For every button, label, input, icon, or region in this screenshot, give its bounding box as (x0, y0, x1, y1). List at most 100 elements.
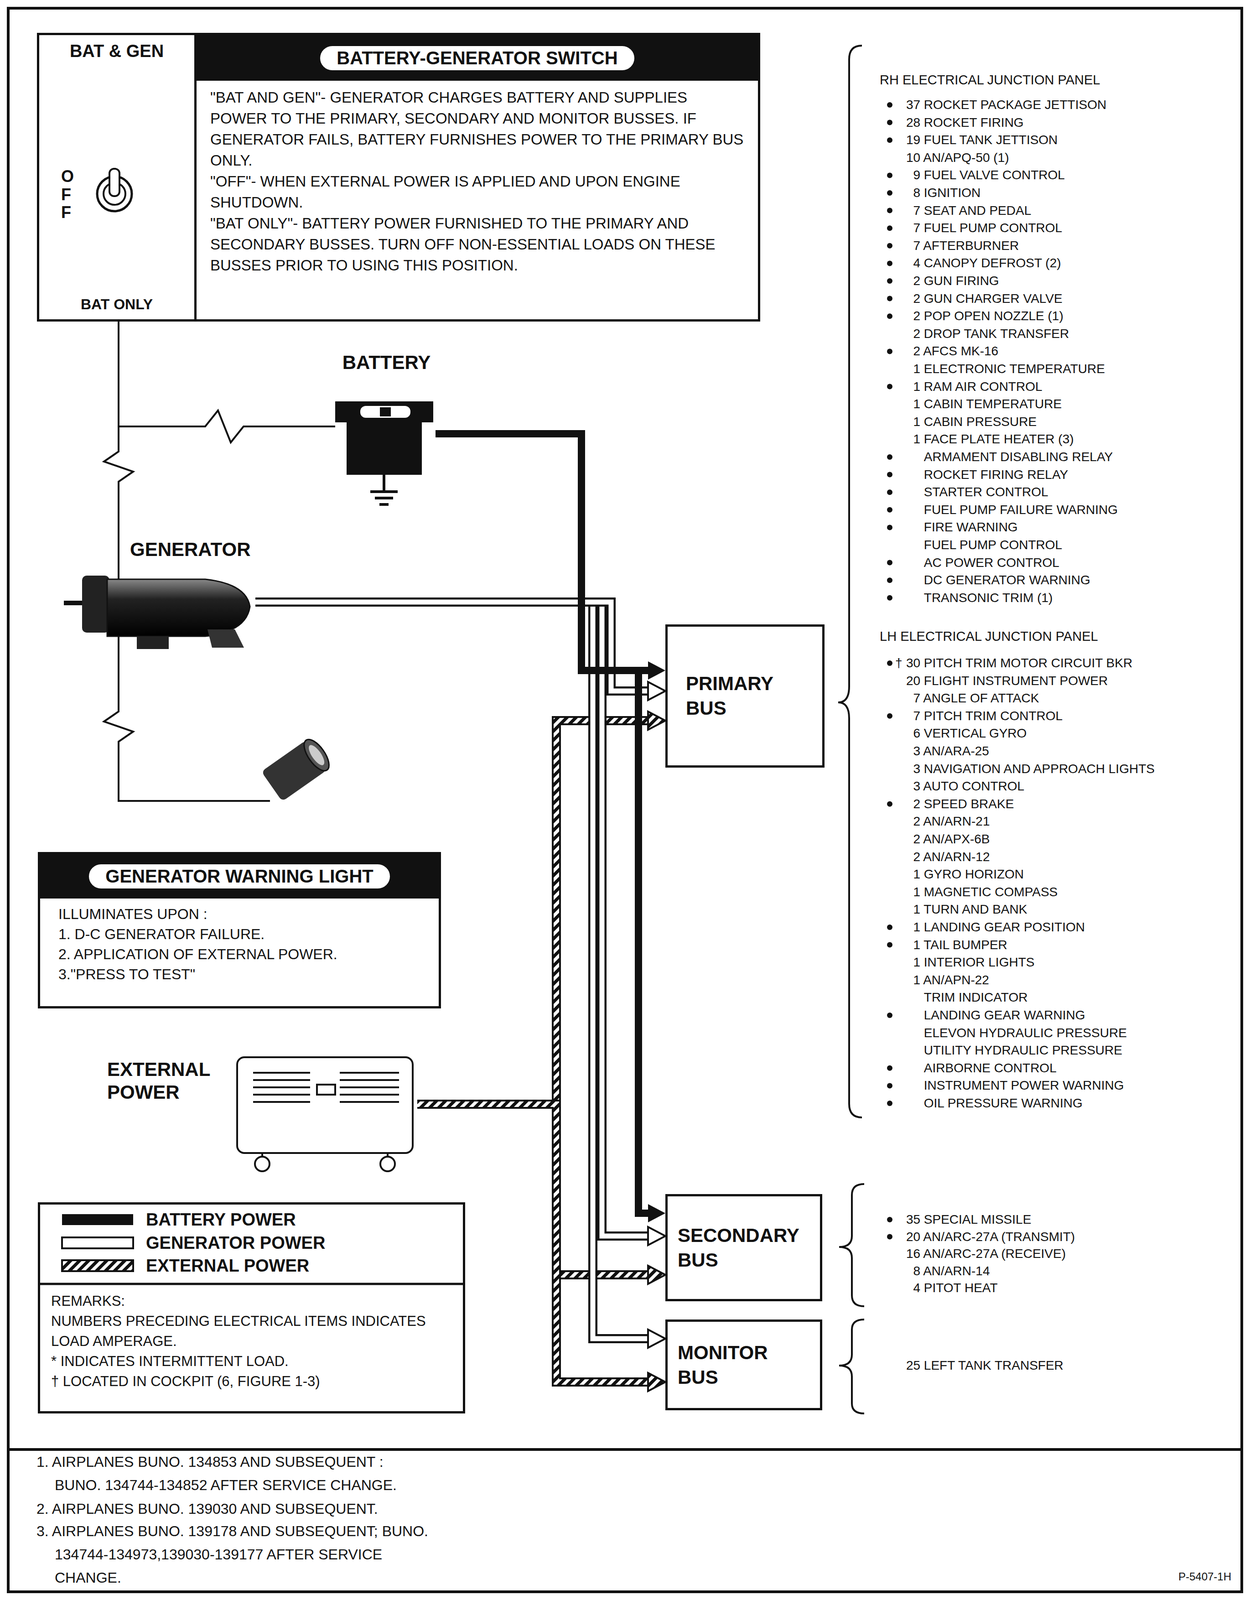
load-item: ARMAMENT DISABLING RELAY (923, 449, 1113, 465)
load-item: 1 AN/APN-22 (912, 972, 990, 988)
load-bracket (839, 1183, 865, 1307)
intermittent-bullet (886, 489, 893, 495)
switch-text: "BAT AND GEN"- GENERATOR CHARGES BATTERY… (196, 87, 758, 172)
intermittent-bullet (886, 560, 893, 566)
remark-text: NUMBERS PRECEDING ELECTRICAL ITEMS INDIC… (40, 1311, 463, 1352)
load-item: 7 AFTERBURNER (912, 238, 1019, 254)
starter-unit (306, 742, 327, 768)
load-bracket (839, 1319, 865, 1414)
load-item: DC GENERATOR WARNING (923, 572, 1091, 588)
intermittent-bullet (886, 1216, 893, 1223)
load-item: 1 ELECTRONIC TEMPERATURE (912, 361, 1105, 377)
part-name: GENERATOR (77, 538, 256, 561)
load-item: AIRBORNE CONTROL (923, 1060, 1057, 1076)
page-frame (8, 1447, 1242, 1451)
intermittent-bullet (886, 119, 893, 126)
load-item: 19 FUEL TANK JETTISON (906, 132, 1058, 148)
footnote: 3. AIRPLANES BUNO. 139178 AND SUBSEQUENT… (36, 1519, 431, 1590)
intermittent-bullet (886, 801, 893, 807)
load-item: 25 LEFT TANK TRANSFER (906, 1357, 1064, 1374)
load-item: 4 PITOT HEAT (912, 1280, 998, 1296)
load-item: 1 INTERIOR LIGHTS (912, 954, 1035, 970)
load-item: 3 NAVIGATION AND APPROACH LIGHTS (912, 761, 1155, 777)
load-item: 6 VERTICAL GYRO (912, 725, 1027, 742)
load-item: 7 SEAT AND PEDAL (912, 202, 1032, 219)
generator-power-line (255, 601, 649, 691)
load-item: STARTER CONTROL (923, 484, 1049, 500)
load-item: FUEL PUMP FAILURE WARNING (923, 502, 1118, 518)
legend-sample (62, 1260, 134, 1271)
load-item: 1 MAGNETIC COMPASS (912, 884, 1058, 900)
part-name: EXTERNAL POWER (107, 1058, 217, 1104)
page-frame (8, 8, 1242, 1592)
load-item: OIL PRESSURE WARNING (923, 1095, 1083, 1111)
bus-name: SECONDARY BUS (677, 1223, 810, 1273)
load-item: 7 PITCH TRIM CONTROL (912, 708, 1063, 724)
arrowhead (648, 1329, 666, 1348)
external-power-line (417, 720, 649, 1105)
generator-unit (107, 579, 250, 637)
external-power-line (417, 720, 649, 1105)
power-connector (417, 711, 666, 1105)
arrowhead (648, 1372, 666, 1391)
battery-symbol (335, 401, 434, 423)
battery: BATTERY (337, 351, 436, 477)
header-band: BATTERY-GENERATOR SWITCH (196, 35, 758, 81)
warning-light-box: GENERATOR WARNING LIGHTILLUMINATES UPON … (37, 851, 441, 1009)
external-power-line (417, 1104, 649, 1275)
intermittent-bullet (886, 383, 893, 390)
load-bracket (838, 45, 862, 1118)
intermittent-bullet (886, 172, 893, 178)
load-item: 1 CABIN PRESSURE (912, 414, 1037, 430)
generator-power-line (255, 601, 649, 1236)
switch-label: BAT & GEN (39, 41, 195, 62)
power-connector (255, 601, 666, 1245)
intermittent-bullet (886, 313, 893, 319)
intermittent-bullet (886, 471, 893, 478)
load-item: 1 FACE PLATE HEATER (3) (912, 431, 1074, 447)
legend-divider (37, 1282, 466, 1286)
arrowhead (648, 1226, 666, 1245)
load-item: 2 AFCS MK-16 (912, 343, 999, 359)
power-connector (435, 433, 666, 1223)
intermittent-bullet (886, 1065, 893, 1071)
generator-unit (82, 575, 110, 633)
load-bracket (838, 45, 865, 1414)
intermittent-bullet (886, 595, 893, 601)
battery-power-line (435, 433, 649, 671)
intermittent-bullet (886, 207, 893, 214)
switch-panel: BAT & GENOFFBAT ONLYBATTERY-GENERATOR SW… (36, 32, 761, 322)
warning-text: 3."PRESS TO TEST" (40, 964, 439, 985)
bus-name: MONITOR BUS (677, 1340, 810, 1390)
load-item: 2 GUN FIRING (912, 273, 999, 289)
control-wire (103, 321, 336, 801)
switch-text: BATTERY-GENERATOR SWITCH (320, 46, 634, 71)
load-item: AC POWER CONTROL (923, 554, 1060, 571)
intermittent-bullet (886, 190, 893, 196)
battery-symbol (335, 401, 434, 505)
load-item: ROCKET FIRING RELAY (923, 466, 1069, 483)
remark-text: * INDICATES INTERMITTENT LOAD. (40, 1351, 463, 1372)
legend-swatch (61, 1235, 135, 1250)
intermittent-bullet (886, 102, 893, 108)
load-item: INSTRUMENT POWER WARNING (923, 1077, 1125, 1094)
load-item: 2 AN/ARN-12 (912, 849, 990, 865)
secondary-bus: SECONDARY BUS (665, 1193, 823, 1302)
load-item: 9 FUEL VALVE CONTROL (912, 167, 1065, 183)
generator-power-line (255, 601, 649, 1236)
intermittent-bullet (886, 260, 893, 266)
generator-power-line (255, 601, 649, 1339)
legend-sample (62, 1237, 134, 1249)
intermittent-bullet (886, 137, 893, 143)
intermittent-bullet (886, 278, 893, 284)
load-item: LANDING GEAR WARNING (923, 1007, 1086, 1023)
switch-label: OFF (61, 167, 78, 222)
legend-text: EXTERNAL POWER (145, 1255, 310, 1276)
intermittent-bullet (886, 225, 893, 231)
battery-symbol (379, 407, 391, 417)
battery-symbol (379, 503, 389, 506)
load-item: 30 PITCH TRIM MOTOR CIRCUIT BKR (906, 655, 1133, 671)
load-item: 8 AN/ARN-14 (912, 1263, 990, 1279)
intermittent-bullet (886, 102, 893, 1240)
load-item: 20 FLIGHT INSTRUMENT POWER (906, 673, 1108, 689)
